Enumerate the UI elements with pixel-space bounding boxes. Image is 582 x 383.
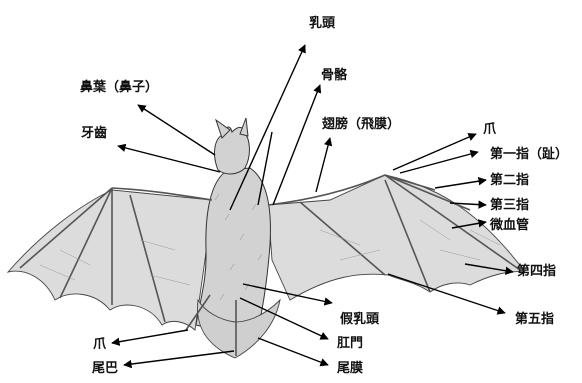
label-false-nipple: 假乳頭 [340, 311, 380, 327]
label-first-finger: 第一指（趾） [490, 146, 568, 162]
label-capillary: 微血管 [489, 217, 529, 233]
label-fifth-finger: 第五指 [515, 311, 554, 327]
arrow-claw-bottom [112, 330, 188, 343]
label-noseleaf: 鼻葉（鼻子） [80, 79, 158, 95]
label-tail: 尾巴 [92, 361, 118, 376]
label-second-finger: 第二指 [490, 172, 529, 188]
arrow-wing-membrane [316, 138, 330, 192]
bat-ear-right [240, 118, 248, 136]
label-anus: 肛門 [337, 336, 363, 351]
label-claw-top: 爪 [483, 122, 497, 137]
bat-illustration [8, 118, 525, 358]
label-wing-membrane: 翅膀（飛膜） [321, 116, 400, 132]
label-claw-bottom: 爪 [93, 337, 107, 352]
left-wing-membrane [8, 190, 212, 330]
label-tail-membrane: 尾膜 [337, 360, 363, 376]
label-teeth: 牙齒 [81, 125, 107, 141]
arrow-tail-membrane [258, 338, 328, 365]
arrow-bone [273, 85, 320, 205]
arrow-tail [124, 351, 234, 365]
right-wing-membrane [268, 175, 525, 300]
label-nipple: 乳頭 [309, 15, 336, 31]
label-bone: 骨骼 [321, 67, 348, 83]
arrow-teeth [118, 146, 220, 172]
arrow-second-finger [435, 180, 486, 188]
arrow-claw-top [393, 134, 476, 170]
label-fourth-finger: 第四指 [517, 263, 556, 279]
label-third-finger: 第三指 [490, 197, 529, 213]
bat-body [196, 168, 270, 330]
arrow-noseleaf [138, 105, 215, 155]
